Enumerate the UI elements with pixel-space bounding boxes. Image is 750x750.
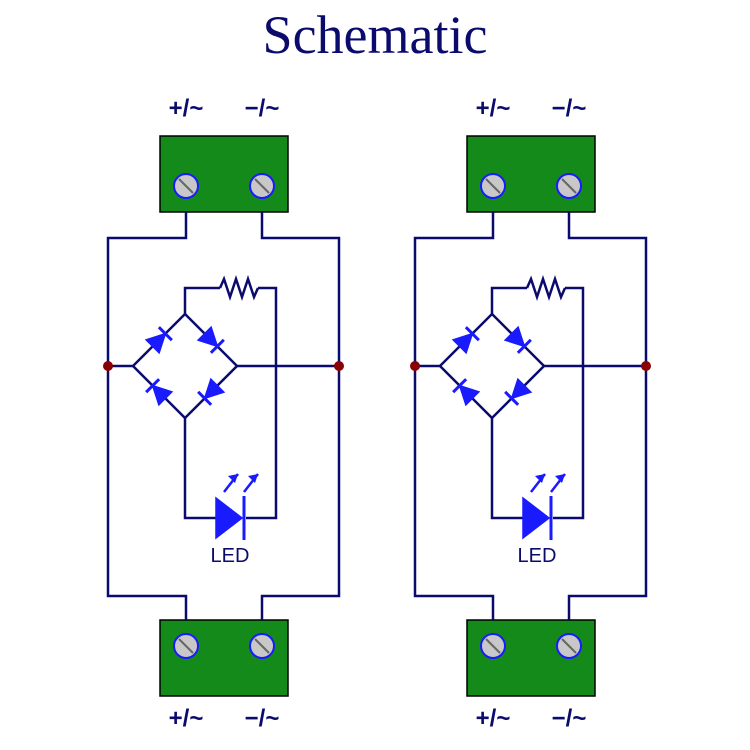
bottom-terminal-label-positive: +/~ (169, 705, 204, 732)
led-label: LED (211, 545, 250, 567)
diode-upper-right (196, 325, 225, 354)
terminal-block-body (159, 135, 289, 213)
diode-bar (504, 390, 520, 406)
bottom-terminal-label-positive: +/~ (476, 705, 511, 732)
diode-triangle (203, 377, 226, 400)
diode-bar (197, 390, 213, 406)
terminal-screw (556, 173, 582, 199)
top-terminal-label-positive: +/~ (169, 95, 204, 122)
junction-dot (103, 361, 113, 371)
screw-slot (561, 178, 577, 194)
terminal-screw (173, 633, 199, 659)
terminal-screw (249, 173, 275, 199)
terminal-screw (249, 633, 275, 659)
terminal-screw (480, 173, 506, 199)
light-arrowhead (535, 474, 545, 483)
screw-slot (254, 178, 270, 194)
diode-triangle (144, 332, 167, 355)
diode-triangle (151, 384, 174, 407)
led (215, 473, 259, 540)
resistor (218, 275, 260, 301)
diode-upper-left (144, 326, 173, 355)
wire (490, 286, 527, 314)
top-terminal-block (159, 135, 289, 213)
wire (246, 286, 278, 520)
wire (439, 312, 546, 420)
terminal-screw (173, 173, 199, 199)
diode-lower-left (145, 378, 174, 407)
wire (490, 418, 523, 520)
screw-slot (178, 638, 194, 654)
diode-upper-left (451, 326, 480, 355)
diode-upper-right (503, 325, 532, 354)
wire (567, 212, 648, 620)
circuit-2: +/~ −/~ +/~ −/~ LED (410, 95, 651, 732)
bottom-terminal-label-negative: −/~ (552, 705, 587, 732)
wire (106, 212, 188, 620)
diode-lower-left (452, 378, 481, 407)
diode-bar (157, 326, 173, 342)
screw-slot (254, 638, 270, 654)
screw-slot (485, 638, 501, 654)
diode-bar (464, 326, 480, 342)
diode-lower-right (197, 377, 226, 406)
diode-bar (209, 338, 225, 354)
diode-bar (145, 378, 161, 394)
bottom-terminal-label-negative: −/~ (245, 705, 280, 732)
diode-bar (452, 378, 468, 394)
diode-triangle (451, 332, 474, 355)
led-triangle (522, 496, 551, 540)
junction-dot (641, 361, 651, 371)
resistor (525, 275, 567, 301)
junction-dot (334, 361, 344, 371)
junction-dot (410, 361, 420, 371)
wire (132, 312, 239, 420)
terminal-screw (556, 633, 582, 659)
wire (553, 286, 585, 520)
terminal-block-body (159, 619, 289, 697)
circuit-1: +/~ −/~ +/~ −/~ LED (103, 95, 344, 732)
top-terminal-label-negative: −/~ (552, 95, 587, 122)
screw-slot (485, 178, 501, 194)
wire (183, 286, 220, 314)
bottom-terminal-block (159, 619, 289, 697)
diode-triangle (503, 325, 526, 348)
diode-triangle (196, 325, 219, 348)
page-title: Schematic (262, 5, 488, 65)
terminal-block-body (466, 619, 596, 697)
diode-lower-right (504, 377, 533, 406)
terminal-screw (480, 633, 506, 659)
wire (260, 212, 341, 620)
screw-slot (561, 638, 577, 654)
led-label: LED (518, 545, 557, 567)
wire (183, 418, 216, 520)
light-arrowhead (248, 474, 258, 483)
bottom-terminal-block (466, 619, 596, 697)
diode-bar (516, 338, 532, 354)
screw-slot (178, 178, 194, 194)
top-terminal-block (466, 135, 596, 213)
light-arrowhead (555, 474, 565, 483)
terminal-block-body (466, 135, 596, 213)
diode-triangle (510, 377, 533, 400)
light-arrowhead (228, 474, 238, 483)
diode-triangle (458, 384, 481, 407)
wire (413, 212, 495, 620)
top-terminal-label-negative: −/~ (245, 95, 280, 122)
led (522, 473, 566, 540)
top-terminal-label-positive: +/~ (476, 95, 511, 122)
led-triangle (215, 496, 244, 540)
